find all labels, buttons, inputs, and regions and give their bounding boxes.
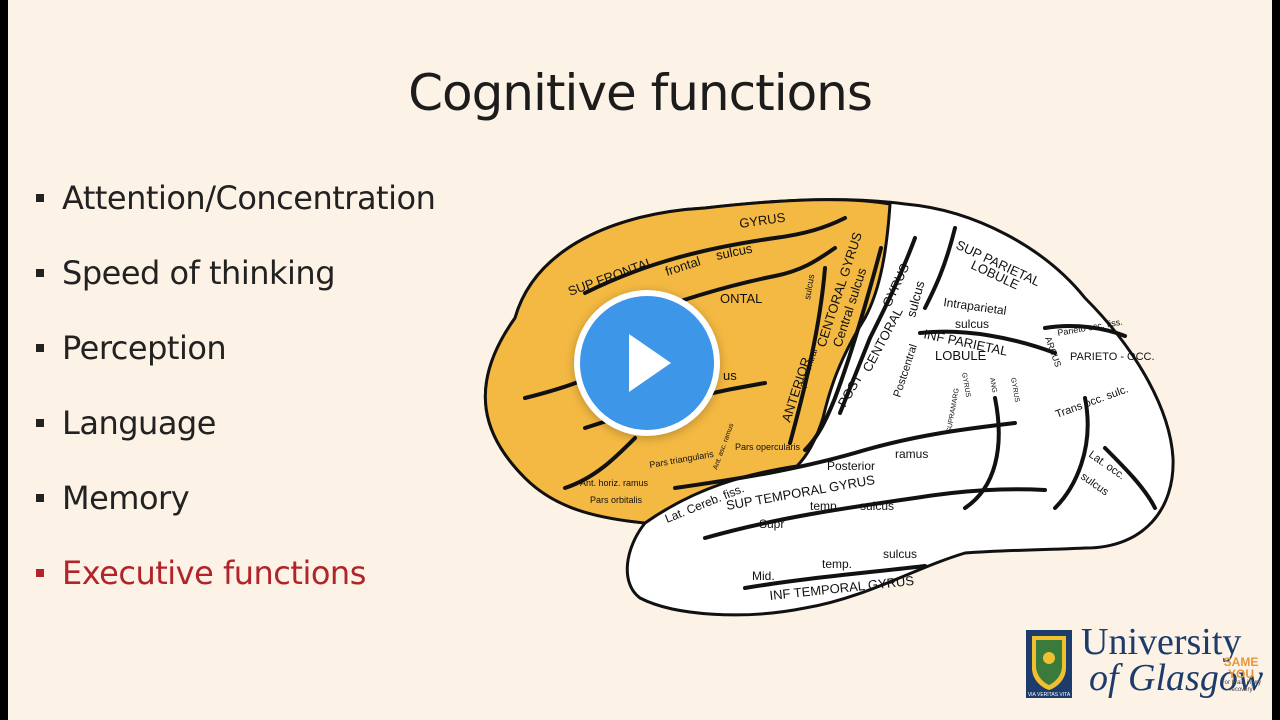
slide-title: Cognitive functions xyxy=(408,64,873,122)
bullet-marker xyxy=(36,493,44,502)
bullet-item: Speed of thinking xyxy=(36,235,435,310)
logo-line2: of Glasgow xyxy=(1089,657,1264,699)
brain-diagram: SUP FRONTAL GYRUS frontal sulcus ONTAL u… xyxy=(483,198,1175,617)
label-ontal: ONTAL xyxy=(720,291,762,306)
bullet-text: Language xyxy=(62,403,216,442)
label-sulcus-5: sulcus xyxy=(860,499,894,513)
label-mid: Mid. xyxy=(752,569,775,583)
label-pars-opercularis: Pars opercularis xyxy=(735,442,801,452)
same-you-logo: SAME YOU For brain injury recovery xyxy=(1214,656,1268,694)
label-ramus: ramus xyxy=(895,447,928,461)
bullet-text: Memory xyxy=(62,478,190,517)
label-sulcus-v: sulcus xyxy=(802,273,816,300)
label-gyrus-top: GYRUS xyxy=(738,210,786,231)
label-posterior: Posterior xyxy=(827,459,875,473)
bullet-item: Memory xyxy=(36,460,435,535)
bullet-marker xyxy=(36,343,44,352)
label-pars-orbitalis: Pars orbitalis xyxy=(590,495,643,505)
bullet-marker xyxy=(36,418,44,427)
slide: Cognitive functions Attention/Concentrat… xyxy=(8,0,1272,720)
label-ant-horiz-ramus: Ant. horiz. ramus xyxy=(580,478,649,488)
bullet-marker xyxy=(36,268,44,277)
bullet-item: Attention/Concentration xyxy=(36,160,436,235)
label-temp-2: temp. xyxy=(822,557,852,571)
logo-line1: University xyxy=(1081,621,1242,663)
partner-tag: For brain injury recovery xyxy=(1220,680,1261,693)
bullet-marker xyxy=(36,568,44,577)
bullet-text: Executive functions xyxy=(62,553,366,592)
video-play-button[interactable] xyxy=(574,290,720,436)
logo-motto: VIA VERITAS VITA xyxy=(1028,692,1071,698)
label-lobule-2: LOBULE xyxy=(935,348,987,363)
label-us: us xyxy=(723,368,737,383)
label-supr: Supr xyxy=(759,517,784,531)
university-crest-icon: VIA VERITAS VITA xyxy=(1026,630,1072,698)
label-ang: ANG xyxy=(988,377,998,393)
bullet-item: Perception xyxy=(36,310,435,385)
bullet-item: Language xyxy=(36,385,435,460)
bullet-list: Attention/Concentration Speed of thinkin… xyxy=(36,160,436,610)
label-temp-1: temp. xyxy=(810,499,840,513)
bullet-text: Perception xyxy=(62,328,227,367)
bullet-item-highlighted: Executive functions xyxy=(36,535,435,610)
label-sulcus-6: sulcus xyxy=(883,547,917,561)
play-icon xyxy=(629,334,671,392)
bullet-marker xyxy=(36,193,44,202)
bullet-text: Attention/Concentration xyxy=(62,178,436,217)
university-wordmark: University of Glasgow xyxy=(1081,621,1264,699)
label-gyrus-v2: GYRUS xyxy=(1009,377,1020,403)
label-gyrus-v1: GYRUS xyxy=(960,372,971,398)
label-sulcus-3: sulcus xyxy=(955,317,989,331)
label-parieto-occ: PARIETO - OCC. xyxy=(1070,351,1155,363)
bullet-text: Speed of thinking xyxy=(62,253,336,292)
partner-line2: YOU xyxy=(1227,667,1254,681)
partner-line1: SAME xyxy=(1223,655,1259,669)
